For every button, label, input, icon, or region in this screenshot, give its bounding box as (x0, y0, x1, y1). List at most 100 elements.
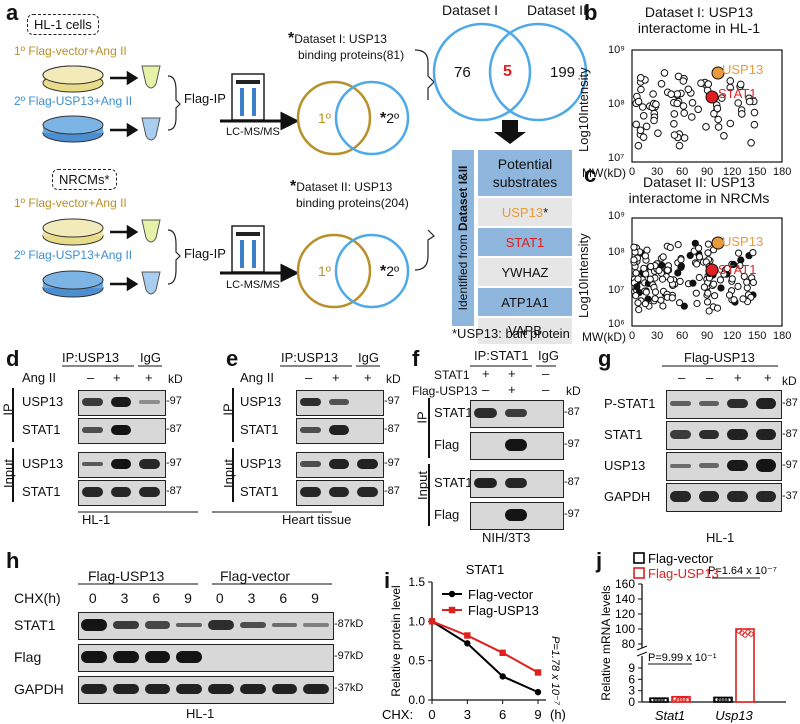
scatter-c-xtick: 150 (748, 330, 767, 342)
h-band (208, 683, 234, 695)
f-kd-value: -87 (564, 476, 580, 488)
scatter-panels (630, 49, 783, 327)
h-band (239, 621, 266, 629)
dish-icon (42, 65, 104, 93)
venn1-right: *2º (380, 110, 400, 127)
scatter-c-point (749, 249, 757, 257)
chart-i-title: STAT1 (466, 562, 505, 577)
e-cond: Ang II (240, 370, 274, 385)
scatter-c-point (713, 304, 722, 312)
h-band (144, 651, 171, 663)
d-band (110, 487, 132, 497)
scatter-b-point (652, 100, 660, 109)
scatter-c-point (635, 306, 643, 314)
scatter-b-point (714, 123, 723, 131)
h-band (176, 622, 202, 628)
g-sign: + (764, 370, 772, 385)
scatter-c-usp13-label: USP13 (722, 234, 764, 249)
h-kd-value: -37kD (334, 682, 364, 694)
f-kd-value: -97 (564, 438, 580, 450)
chart-i-legend-label: Flag-vector (468, 587, 534, 602)
scatter-c-point (676, 299, 684, 307)
panel-label-d: d (6, 346, 20, 371)
chart-j-dot (662, 697, 668, 703)
e-ip-title: IP:USP13 (281, 350, 339, 365)
tube-icon (141, 65, 161, 89)
dataset1-desc: *Dataset I: USP13 binding proteins(81) (288, 30, 405, 62)
g-kd: kD (782, 374, 797, 388)
scatter-b-point (679, 102, 688, 110)
g-band (698, 429, 719, 440)
scatter-c-point (693, 260, 701, 268)
h-row-label: Flag (14, 649, 42, 665)
big-venn-left-label: Dataset I (442, 2, 499, 18)
f-row-label: STAT1 (434, 475, 473, 490)
f-cell: NIH/3T3 (482, 530, 531, 545)
h-time-label: 3 (120, 590, 129, 606)
h-band (144, 621, 171, 629)
scatter-b-point (660, 69, 669, 77)
scatter-b-point (745, 97, 754, 106)
g-band (698, 463, 719, 468)
scatter-c-point (659, 302, 667, 310)
scatter-b-point (642, 122, 651, 131)
table-header: Potential substrates (478, 150, 572, 196)
chart-i-ytick: 1.0 (408, 614, 425, 628)
h-group2: Flag-vector (220, 568, 291, 584)
scatter-c-point (676, 277, 684, 285)
scatter-c-point (728, 275, 736, 283)
e-row-label: STAT1 (240, 484, 279, 499)
f-row-label: STAT1 (434, 405, 473, 420)
f-cond1: STAT1 (434, 368, 470, 382)
scatter-c-point (640, 264, 648, 272)
e-band (357, 487, 378, 497)
chart-i-series-line (431, 620, 539, 694)
g-row-label: GAPDH (604, 488, 651, 504)
g-sign: – (706, 370, 714, 385)
venn2-right: *2º (380, 263, 400, 280)
scatter-c-point (711, 292, 719, 300)
scatter-c-stat1-label: STAT1 (718, 262, 757, 277)
d-ip-title: IP:USP13 (62, 350, 120, 365)
h-band (81, 651, 107, 663)
lcms-label-top: LC-MS/MS (226, 126, 280, 138)
chart-i-xtick: 3 (464, 707, 471, 722)
e-kd-value: -87 (384, 485, 400, 497)
d-kd-value: -87 (166, 423, 182, 435)
scatter-b-ytick: 10⁹ (608, 44, 625, 56)
scatter-b-usp13-label: USP13 (722, 62, 764, 77)
g-cell: HL-1 (706, 530, 735, 545)
g-band (727, 398, 748, 409)
g-band (670, 401, 691, 406)
chart-j-legend-marker (633, 567, 645, 579)
d-band (139, 487, 160, 497)
panel-label-a: a (6, 0, 19, 25)
h-row-label: GAPDH (14, 681, 64, 697)
scatter-c-point (641, 300, 650, 308)
panel-label-i: i (384, 568, 391, 593)
h-band (112, 683, 139, 695)
scatter-c-point (692, 289, 700, 297)
scatter-c-point (743, 278, 751, 286)
scatter-c-ytick: 10⁹ (608, 210, 625, 222)
scatter-c-point (686, 251, 694, 260)
scatter-b-point (654, 129, 662, 137)
chart-i-ylabel: Relative protein level (389, 585, 403, 696)
d-kd-value: -97 (166, 457, 182, 469)
f-band (474, 408, 497, 418)
chart-j-legend-label: Flag-vector (648, 551, 714, 566)
flag-ip-label-top: Flag-IP (184, 91, 226, 106)
panel-label-e: e (226, 346, 239, 371)
e-row-label: USP13 (240, 394, 282, 409)
scatter-b-point (750, 108, 759, 117)
panel-label-c: c (584, 162, 597, 187)
scatter-b-point (718, 94, 726, 102)
h-band (271, 683, 298, 695)
chart-j-dot (675, 697, 681, 703)
chart-i-point (499, 649, 506, 656)
scatter-c-point (703, 298, 712, 306)
flag-ip-label-bottom: Flag-IP (184, 246, 226, 261)
scatter-b-point (637, 85, 645, 94)
